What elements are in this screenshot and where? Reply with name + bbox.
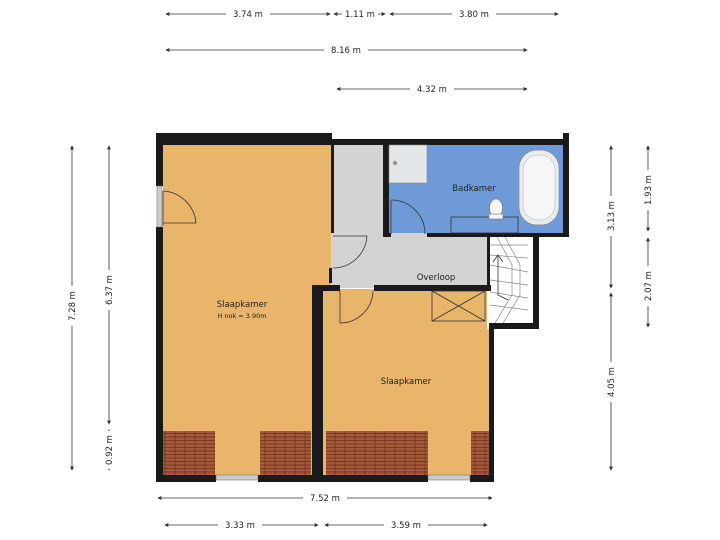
- roof-tiles-3: [326, 431, 428, 475]
- dim-left-bottom: 0.92 m: [105, 435, 115, 465]
- dimension-labels: 3.74 m 1.11 m 3.80 m 8.16 m 4.32 m 7.52 …: [66, 8, 654, 531]
- dim-bottom-total: 7.52 m: [310, 494, 340, 504]
- window-bottom-1: [215, 474, 259, 481]
- roof-tiles-2: [260, 431, 311, 475]
- roof-tiles-1: [163, 431, 215, 475]
- walls: [156, 133, 569, 482]
- bathroom-fixtures: [388, 144, 560, 234]
- dim-top-3: 3.80 m: [459, 10, 489, 20]
- door-bedroom-right: [339, 290, 374, 324]
- landing-floor-lower: [331, 233, 489, 288]
- dim-right-inner-bottom: 4.05 m: [607, 367, 617, 397]
- dim-top-partial: 4.32 m: [417, 85, 447, 95]
- vanity-unit: [450, 216, 519, 234]
- window-bottom-2: [427, 474, 471, 481]
- dim-top-total: 8.16 m: [331, 46, 361, 56]
- door-bedroom-left: [162, 190, 197, 226]
- dim-right-outer-top: 1.93 m: [644, 175, 654, 205]
- room-label-bathroom: Badkamer: [452, 184, 496, 194]
- door-landing: [332, 235, 368, 269]
- roof-tiles-4: [471, 431, 489, 475]
- room-label-bedroom-left: Slaapkamer: [217, 300, 268, 310]
- dim-top-2: 1.11 m: [345, 10, 375, 20]
- shaft-box: [431, 290, 486, 322]
- door-bathroom: [390, 199, 426, 235]
- bedroom-left-floor: [163, 145, 331, 475]
- dim-bottom-2: 3.59 m: [391, 521, 421, 531]
- room-label-bedroom-right: Slaapkamer: [381, 377, 432, 387]
- dim-left-outer: 7.28 m: [68, 291, 78, 321]
- window-left: [156, 185, 163, 228]
- room-label-landing: Overloop: [417, 273, 456, 283]
- dim-top-1: 3.74 m: [233, 10, 263, 20]
- dim-left-inner: 6.37 m: [105, 275, 115, 305]
- room-note-bedroom-left: H nok = 3.90m: [217, 312, 266, 320]
- stair-area: [487, 233, 529, 329]
- dim-bottom-1: 3.33 m: [225, 521, 255, 531]
- dim-right-outer-bottom: 2.07 m: [644, 271, 654, 301]
- dim-right-inner-top: 3.13 m: [607, 201, 617, 231]
- staircase: [489, 236, 529, 324]
